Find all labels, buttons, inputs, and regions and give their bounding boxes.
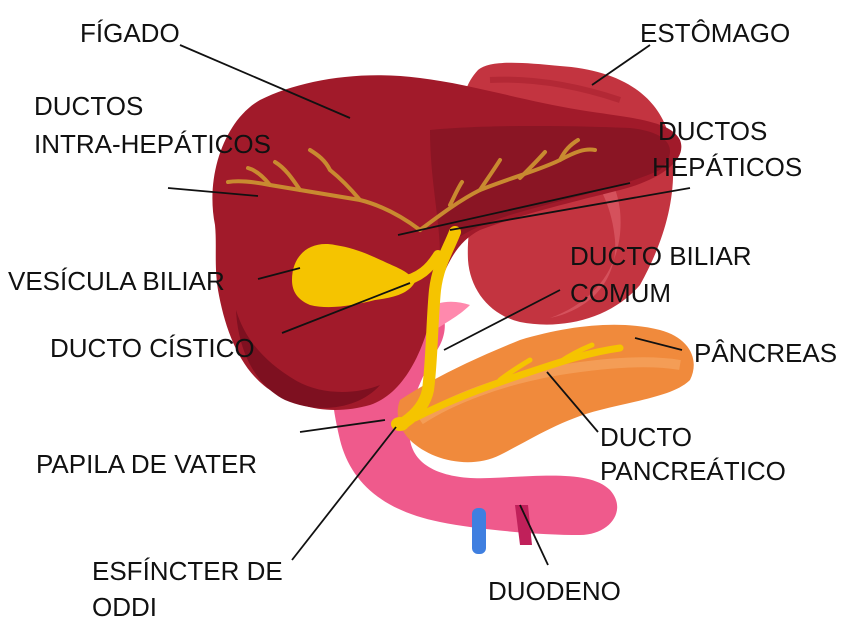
label-ducto-pancreatico-line1: DUCTO [600,422,692,452]
label-ductos-intra-line2: INTRA-HEPÁTICOS [34,129,271,159]
label-estomago: ESTÔMAGO [640,18,790,48]
label-figado: FÍGADO [80,18,180,48]
label-ductos-intra-line1: DUCTOS [34,91,143,121]
label-duodeno: DUODENO [488,576,621,606]
label-ducto-pancreatico-line2: PANCREÁTICO [600,456,786,486]
label-ductos-hepaticos-line2: HEPÁTICOS [652,152,802,182]
label-esfincter-line2: ODDI [92,592,157,620]
label-vesicula-biliar: VESÍCULA BILIAR [8,266,225,296]
label-ductos-hepaticos-line1: DUCTOS [658,116,767,146]
portal-vein [472,508,486,554]
label-ducto-biliar-line1: DUCTO BILIAR [570,241,752,271]
label-ducto-biliar-line2: COMUM [570,278,671,308]
label-papila-de-vater: PAPILA DE VATER [36,449,257,479]
label-esfincter-line1: ESFÍNCTER DE [92,556,283,586]
label-ducto-cistico: DUCTO CÍSTICO [50,333,255,363]
label-pancreas: PÂNCREAS [694,338,837,368]
